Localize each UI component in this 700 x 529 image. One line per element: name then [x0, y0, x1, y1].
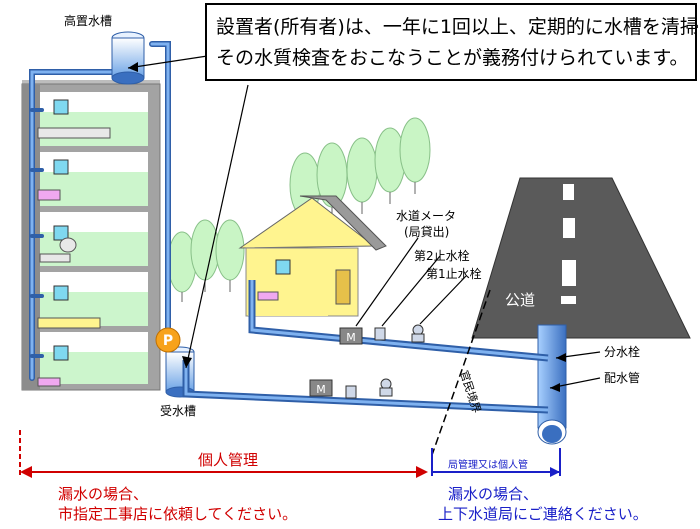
svg-text:M: M: [346, 331, 356, 344]
stop-valves: [345, 324, 425, 399]
house: [238, 195, 387, 317]
public-road-label: 公道: [505, 291, 535, 309]
callout-box: 設置者(所有者)は、一年に1回以上、定期的に水槽を清掃し、 その水質検査をおこな…: [205, 3, 700, 81]
public-road: [471, 177, 691, 339]
trees: [167, 117, 431, 293]
bureau-note-line-2: 上下水道局にご連絡ください。: [438, 505, 648, 523]
meter-title: 水道メータ: [396, 209, 456, 223]
distribution-pipe-label: 配水管: [604, 370, 640, 385]
elevated-tank: [111, 31, 145, 85]
house-meter: M: [339, 327, 363, 345]
second-stop-label: 第2止水栓: [414, 248, 470, 263]
receiving-tank: [165, 346, 195, 398]
callout-line-1: 設置者(所有者)は、一年に1回以上、定期的に水槽を清掃し、: [216, 16, 700, 38]
svg-text:M: M: [316, 383, 326, 396]
distribution-main: [537, 324, 567, 445]
private-range: [19, 430, 428, 478]
svg-text:P: P: [163, 333, 173, 349]
callout-line-2: その水質検査をおこなうことが義務付けられています。: [216, 47, 689, 69]
private-note-line-1: 漏水の場合、: [58, 485, 148, 503]
private-note-line-2: 市指定工事店に依頼してください。: [58, 505, 297, 523]
bureau-management-label: 局管理又は個人管: [448, 458, 528, 471]
pump-icon: P: [155, 327, 181, 353]
branch-tap-label: 分水栓: [604, 344, 640, 359]
service-pipes: [182, 280, 549, 414]
bureau-range: [431, 448, 561, 477]
meter-subtitle: (局貸出): [404, 224, 449, 239]
building-pipes: [29, 41, 171, 381]
boundary-line: [431, 289, 491, 456]
receiving-tank-label: 受水槽: [160, 404, 196, 418]
bureau-note-line-1: 漏水の場合、: [448, 485, 538, 503]
first-stop-label: 第1止水栓: [426, 266, 482, 281]
elevated-tank-label: 高置水槽: [64, 13, 112, 28]
tank-meter: M: [309, 379, 333, 397]
apartment-building: [21, 80, 161, 391]
private-management-label: 個人管理: [198, 451, 258, 469]
